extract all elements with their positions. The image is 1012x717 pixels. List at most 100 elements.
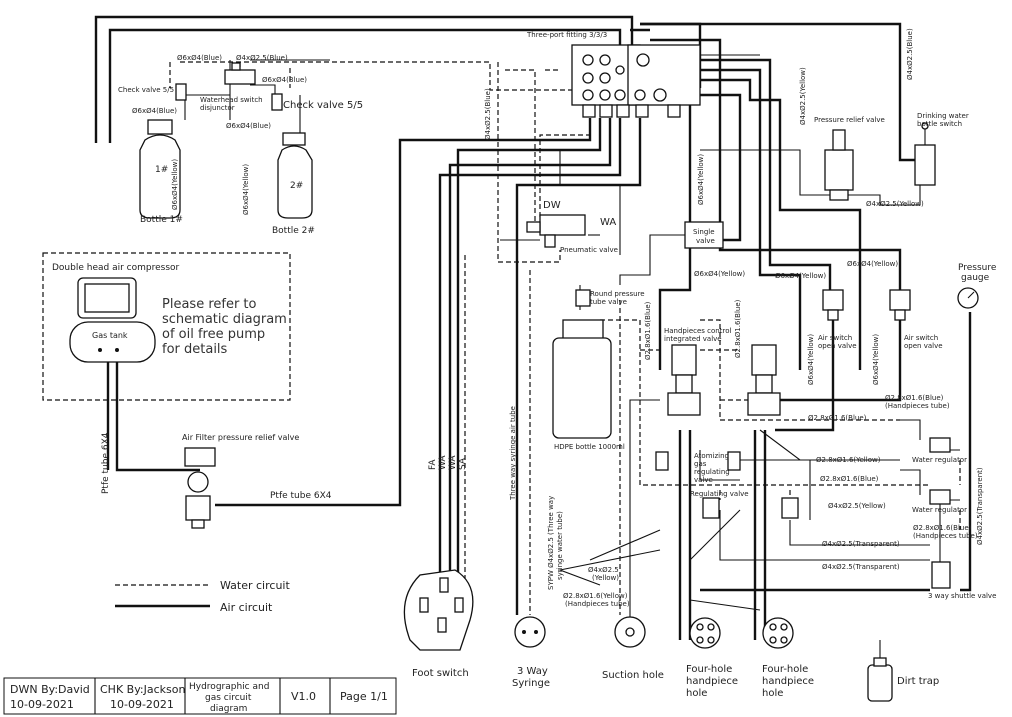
label-water-regulator-2: Water regulator bbox=[912, 506, 967, 514]
label-round-pressure-2: tube valve bbox=[590, 298, 627, 306]
water-regulator-1-symbol bbox=[929, 437, 951, 453]
check-valve-right-symbol bbox=[271, 93, 283, 111]
dirt-trap bbox=[867, 657, 893, 702]
label-bottle-2: Bottle 2# bbox=[272, 226, 315, 236]
label-air-filter: Air Filter pressure relief valve bbox=[182, 433, 299, 442]
round-pressure-valve bbox=[575, 289, 591, 307]
suction-hole bbox=[614, 616, 646, 648]
version: V1.0 bbox=[291, 690, 316, 703]
label-handpieces-control-1: Handpieces control bbox=[664, 327, 731, 335]
label-four-hole-1a: Four-hole bbox=[686, 664, 732, 675]
label-hdpe-bottle: HDPE bottle 1000ml bbox=[554, 443, 625, 451]
label-atomizing-4: valve bbox=[694, 476, 713, 484]
waterhead-switch bbox=[224, 62, 256, 85]
drawn-by: DWN By:David bbox=[10, 683, 90, 696]
hdpe-bottle bbox=[552, 319, 612, 439]
atomizing-valve-left bbox=[655, 451, 669, 471]
label-drinking-1: Drinking water bbox=[917, 112, 969, 120]
regulating-valve-left bbox=[702, 497, 720, 519]
label-four-hole-2c: hole bbox=[762, 688, 783, 699]
tube-6x4-yellow-as1: Ø6xØ4(Yellow) bbox=[775, 272, 826, 280]
label-foot-switch: Foot switch bbox=[412, 668, 469, 679]
tube-6x4-yellow-b1: Ø6xØ4(Yellow) bbox=[171, 159, 179, 210]
air-switch-valve-2 bbox=[889, 289, 911, 321]
tube-28-blue-b: Ø2.8xØ1.6(Blue) bbox=[734, 299, 742, 358]
water-regulator-2-symbol bbox=[929, 489, 951, 505]
tube-4x25-yellow-r: Ø4xØ2.5(Yellow) bbox=[828, 502, 886, 510]
foot-switch bbox=[403, 569, 474, 651]
label-air-switch-2a: Air switch bbox=[904, 334, 938, 342]
label-syringe-1: 3 Way bbox=[517, 666, 548, 677]
thin-lines bbox=[184, 24, 960, 665]
tube-4x25-blue-top: Ø4xØ2.5(Blue) bbox=[906, 28, 914, 80]
label-four-hole-2b: handpiece bbox=[762, 676, 814, 687]
tube-28-hand-a-2: (Handpieces tube) bbox=[885, 402, 950, 410]
bottle-1 bbox=[139, 119, 181, 219]
compressor-box bbox=[42, 252, 291, 401]
label-check-valve-right: Check valve 5/5 bbox=[283, 100, 363, 111]
label-drinking-2: bottle switch bbox=[917, 120, 962, 128]
label-bottle-2-number: 2# bbox=[290, 181, 303, 191]
tube-4x25-yellow-lbl-2: (Yellow) bbox=[592, 574, 619, 582]
tube-4x25-yellow-pr: Ø4xØ2.5(Yellow) bbox=[866, 200, 924, 208]
label-four-hole-1b: handpiece bbox=[686, 676, 738, 687]
label-pressure-relief: Pressure relief valve bbox=[814, 116, 885, 124]
label-air-switch-1b: open valve bbox=[818, 342, 857, 350]
tube-28-yellow-hand-2: (Handpieces tube) bbox=[565, 600, 630, 608]
label-wa: WA bbox=[600, 217, 616, 228]
compressor-note-2: schematic diagram bbox=[162, 312, 287, 327]
checked-date: 10-09-2021 bbox=[110, 698, 174, 711]
title-block: DWN By:David 10-09-2021 CHK By:Jackson 1… bbox=[3, 677, 397, 715]
label-bottle-1: Bottle 1# bbox=[140, 215, 183, 225]
tube-6x4-yellow-as2: Ø6xØ4(Yellow) bbox=[847, 260, 898, 268]
tube-syringe-water-1: SYPW Ø4xØ2.5 (Three way bbox=[547, 496, 555, 590]
four-hole-handpiece-2 bbox=[762, 617, 794, 649]
label-check-valve-left: Check valve 5/5 bbox=[118, 86, 174, 94]
tube-28-yellow-hand-1: Ø2.8xØ1.6(Yellow) bbox=[563, 592, 628, 600]
tube-4x25-trans-b: Ø4xØ2.5(Transparent) bbox=[822, 563, 900, 571]
three-way-syringe bbox=[514, 616, 546, 648]
tube-6x4-yellow-v1: Ø6xØ4(Yellow) bbox=[807, 334, 815, 385]
label-waterhead-1: Waterhead switch bbox=[200, 96, 263, 104]
tube-4x25-blue: Ø4xØ2.5(Blue) bbox=[236, 54, 288, 62]
pressure-relief-valve bbox=[824, 129, 854, 201]
air-compressor bbox=[69, 277, 156, 363]
air-circuit-lines bbox=[94, 15, 972, 640]
regulating-valve-right bbox=[781, 497, 799, 519]
label-wa-2: WA bbox=[448, 455, 458, 470]
tube-4x25-yellow-top: Ø4xØ2.5(Yellow) bbox=[799, 67, 807, 125]
label-waterhead-2: disjunctor bbox=[200, 104, 235, 112]
label-gas-tank: Gas tank bbox=[92, 331, 128, 340]
tube-4x25-yellow-lbl-1: Ø4xØ2.5 bbox=[588, 566, 619, 574]
handpieces-control-valve-1 bbox=[667, 344, 701, 416]
label-three-port: Three-port fitting 3/3/3 bbox=[526, 31, 607, 39]
label-atomizing-3: regulating bbox=[694, 468, 730, 476]
label-four-hole-1c: hole bbox=[686, 688, 707, 699]
label-pneumatic-valve: Pneumatic valve bbox=[560, 246, 618, 254]
tube-28-blue-c: Ø2.8xØ1.6(Blue) bbox=[808, 414, 867, 422]
compressor-note-3: of oil free pump bbox=[162, 327, 265, 342]
tube-6x4-blue-c: Ø6xØ4(Blue) bbox=[132, 107, 177, 115]
label-handpieces-control-2: integrated valve bbox=[664, 335, 722, 343]
label-pressure-gauge-1: Pressure bbox=[958, 263, 997, 273]
label-single-valve-1: Single bbox=[693, 228, 715, 236]
label-fa: FA bbox=[428, 459, 438, 470]
tube-4x25-blue-v: Ø4xØ2.5(Blue) bbox=[484, 88, 492, 140]
drawn-date: 10-09-2021 bbox=[10, 698, 74, 711]
tube-6x4-blue-b: Ø6xØ4(Blue) bbox=[262, 76, 307, 84]
four-hole-handpiece-1 bbox=[689, 617, 721, 649]
drinking-water-switch bbox=[914, 122, 936, 186]
water-circuit-lines bbox=[169, 61, 961, 615]
air-switch-valve-1 bbox=[822, 289, 844, 321]
label-four-hole-2a: Four-hole bbox=[762, 664, 808, 675]
label-sa: SA bbox=[458, 457, 468, 470]
legend-water: Water circuit bbox=[220, 579, 290, 592]
tube-6x4-blue-d: Ø6xØ4(Blue) bbox=[226, 122, 271, 130]
handpieces-control-valve-2 bbox=[747, 344, 781, 416]
label-air-switch-2b: open valve bbox=[904, 342, 943, 350]
tube-syringe-water-2: syringe water tube) bbox=[556, 511, 564, 580]
label-bottle-1-number: 1# bbox=[155, 165, 168, 175]
tube-ptfe-horizontal: Ptfe tube 6X4 bbox=[270, 491, 332, 501]
tube-6x4-yellow-sv: Ø6xØ4(Yellow) bbox=[694, 270, 745, 278]
pressure-gauge bbox=[957, 287, 979, 309]
